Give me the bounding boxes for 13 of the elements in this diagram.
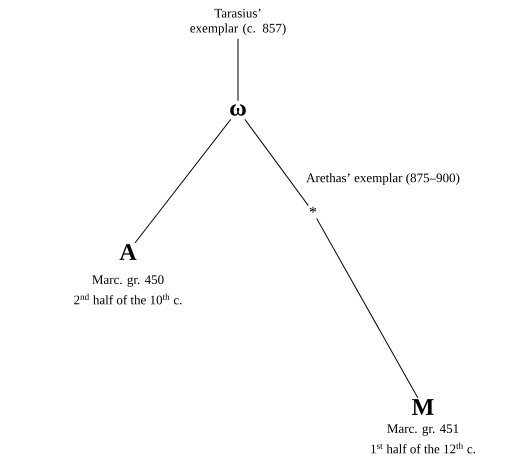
manuscript-note: Marc. gr. 450: [92, 275, 164, 287]
manuscript-note: 2$^{nd}$ half of the 10$^{th}$ c.: [74, 294, 182, 304]
stemma-line: [134, 118, 232, 244]
sigil: M: [412, 399, 434, 415]
annotation: Arethas’ exemplar (875–900): [306, 173, 460, 185]
manuscript-note: 1$^{st}$ half of the 12$^{th}$ c.: [371, 442, 476, 454]
source-label: Tarasius’ exemplar (c. 857): [190, 8, 286, 36]
stemma-line: [316, 218, 418, 398]
sigil: ω: [230, 104, 246, 116]
asterisk-sigil: *: [310, 206, 316, 213]
manuscript-note: Marc. gr. 451: [387, 424, 458, 436]
stemma-line: [244, 118, 309, 206]
sigil: A: [120, 244, 136, 260]
